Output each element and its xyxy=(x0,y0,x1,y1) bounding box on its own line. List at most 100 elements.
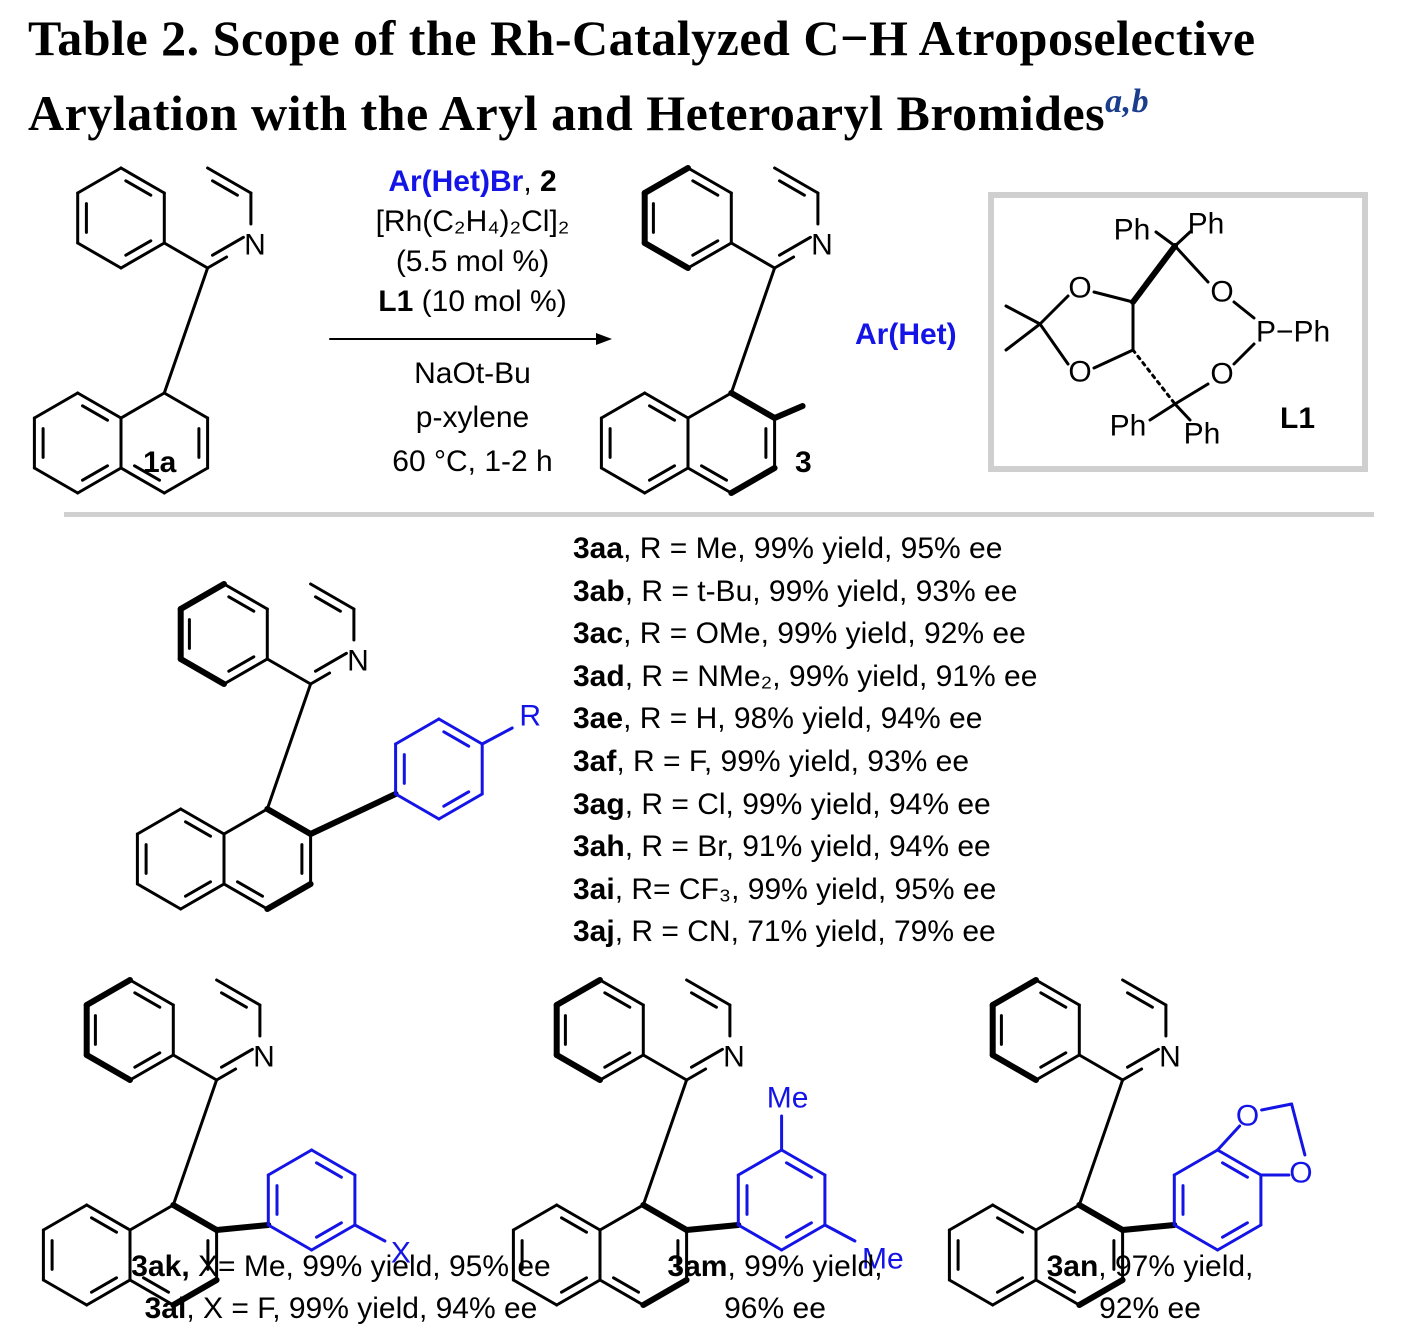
product-3am-caption: 3am, 99% yield, 96% ee xyxy=(667,1250,883,1325)
title-line-2: Arylation with the Aryl and Heteroaryl B… xyxy=(28,83,1150,141)
bond xyxy=(773,166,820,195)
ligand-label: L1 xyxy=(1280,402,1316,435)
bond xyxy=(1004,322,1042,352)
catalyst-loading: (5.5 mol %) xyxy=(395,245,550,278)
reaction-conditions-above: Ar(Het)Br, 2 [Rh(C₂H₄)₂Cl]₂ (5.5 mol %) … xyxy=(340,162,605,322)
bond xyxy=(996,1276,1024,1294)
bond xyxy=(641,240,691,271)
bond xyxy=(771,403,806,421)
title-footnote-marks: a,b xyxy=(1105,83,1150,120)
bond xyxy=(640,1202,690,1233)
phenyl-label: Ph xyxy=(1114,214,1151,247)
product-3-structure: N xyxy=(599,165,833,496)
bond xyxy=(947,1278,995,1307)
bond xyxy=(1290,1102,1307,1157)
entry-3ae: 3ae, R = H, 98% yield, 94% ee xyxy=(573,702,983,736)
bond xyxy=(310,1148,357,1177)
bond xyxy=(90,1276,118,1294)
bond xyxy=(1173,382,1210,406)
bond xyxy=(1039,991,1068,1009)
bond xyxy=(179,882,226,911)
table-title: Table 2. Scope of the Rh-Catalyzed C−H A… xyxy=(28,6,1398,145)
bond xyxy=(641,1078,689,1207)
bond xyxy=(1092,348,1135,370)
bond xyxy=(222,807,269,836)
bond xyxy=(442,730,471,748)
bond xyxy=(314,595,342,613)
bond xyxy=(683,1222,742,1233)
bond xyxy=(780,1223,827,1252)
bond xyxy=(133,991,162,1009)
bond xyxy=(162,391,210,420)
temperature-time: 60 °C, 1-2 h xyxy=(392,445,553,478)
x-substituent-label: X xyxy=(391,1237,411,1270)
bond xyxy=(603,1051,632,1069)
bond xyxy=(785,1221,813,1239)
nitrogen-label: N xyxy=(1159,1041,1181,1074)
bond xyxy=(265,682,313,811)
bond xyxy=(211,179,239,197)
bond xyxy=(81,464,109,482)
bond xyxy=(1034,1053,1081,1082)
bond xyxy=(162,266,210,395)
bond xyxy=(133,1051,162,1069)
bond xyxy=(1119,1222,1178,1233)
bond xyxy=(266,1148,314,1177)
bond xyxy=(560,1216,588,1234)
bond xyxy=(85,1278,132,1307)
bond xyxy=(170,1202,220,1233)
bond xyxy=(648,464,676,482)
bond xyxy=(1172,1223,1220,1252)
reaction-arrow-head xyxy=(596,333,612,345)
bond xyxy=(736,1148,784,1177)
oxygen-label: O xyxy=(1210,276,1233,309)
bond xyxy=(90,1216,118,1234)
bond xyxy=(555,1203,602,1232)
bond xyxy=(177,581,227,612)
bond xyxy=(394,792,441,821)
meta-series-structure: NX xyxy=(41,977,411,1308)
bond xyxy=(1173,230,1192,248)
oxygen-label: O xyxy=(1289,1157,1312,1190)
bond xyxy=(690,991,718,1009)
bond xyxy=(170,1277,220,1308)
bond xyxy=(1173,402,1192,422)
nitrogen-label: N xyxy=(244,229,266,262)
nitrogen-label: N xyxy=(347,645,369,678)
bond xyxy=(1216,1148,1263,1177)
bond xyxy=(598,1203,645,1232)
entry-3ai: 3ai, R= CF₃, 99% yield, 95% ee xyxy=(573,872,997,906)
bond xyxy=(1076,1202,1126,1233)
bond xyxy=(1216,1223,1263,1252)
entry-3ad: 3ad, R = NMe₂, 99% yield, 91% ee xyxy=(573,659,1038,693)
bond xyxy=(991,1278,1038,1307)
bond xyxy=(76,166,123,195)
bond xyxy=(736,1223,784,1252)
bond xyxy=(1148,402,1177,422)
bond xyxy=(32,391,80,420)
bond xyxy=(32,466,80,495)
bond xyxy=(1221,1221,1249,1239)
bond xyxy=(1154,230,1177,248)
nitrogen-label: N xyxy=(253,1041,275,1074)
bond xyxy=(128,1278,175,1307)
bond xyxy=(1126,1047,1160,1069)
bond xyxy=(437,717,484,746)
bond xyxy=(184,880,212,898)
ligand-box xyxy=(988,192,1368,472)
bond xyxy=(309,582,356,611)
bond xyxy=(480,726,514,746)
bond xyxy=(1039,1051,1068,1069)
bond xyxy=(1131,348,1177,406)
bond xyxy=(778,179,806,197)
bond xyxy=(142,1276,170,1294)
bond xyxy=(648,404,676,422)
bond xyxy=(442,790,471,808)
bond xyxy=(394,717,441,746)
bond xyxy=(996,1216,1024,1234)
bond xyxy=(511,1203,559,1232)
bond xyxy=(1173,244,1210,284)
bond xyxy=(686,466,733,495)
bond xyxy=(222,582,269,611)
